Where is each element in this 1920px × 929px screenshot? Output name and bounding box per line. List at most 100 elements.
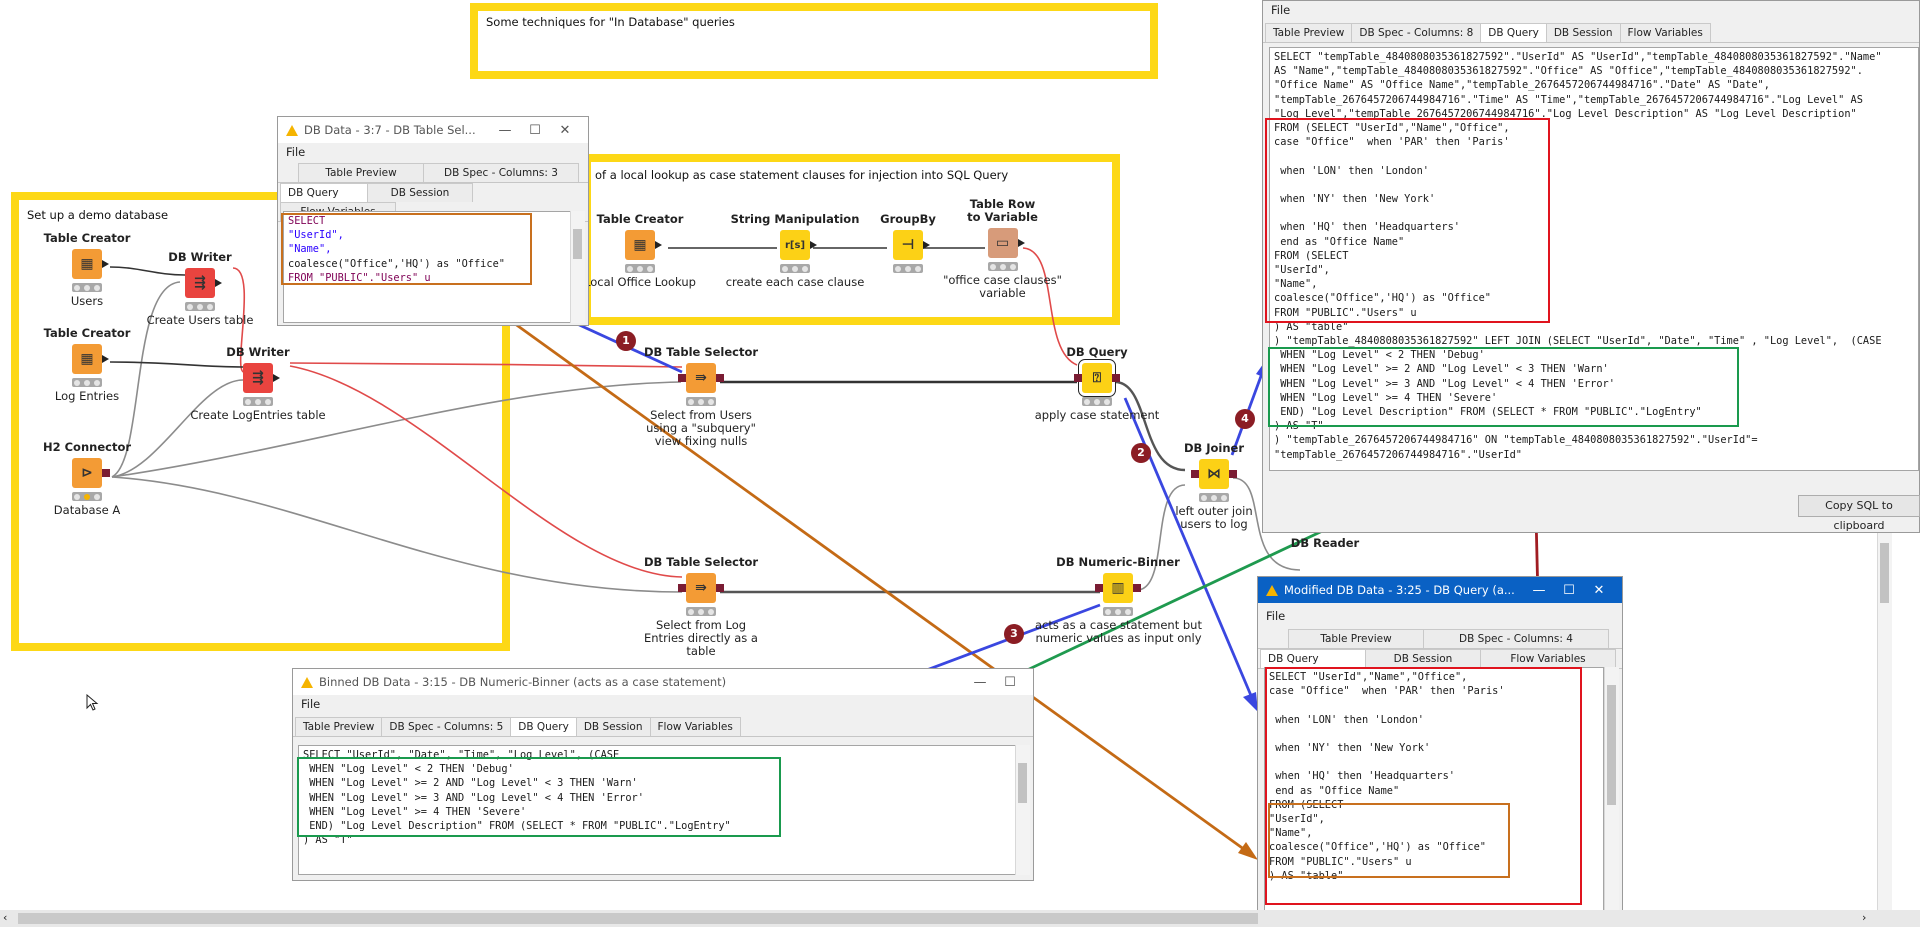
sql-line: END) "Log Level Description" FROM (SELEC… <box>303 820 731 833</box>
node-status <box>72 378 102 387</box>
window-titlebar[interactable]: Modified DB Data - 3:25 - DB Query (a...… <box>1258 577 1622 603</box>
window-modified-db-data[interactable]: Modified DB Data - 3:25 - DB Query (a...… <box>1257 576 1623 926</box>
sql-line: "Name", <box>1269 827 1313 840</box>
sql-line: case "Office" when 'PAR' then 'Paris' <box>1274 136 1510 149</box>
window-join-result[interactable]: File Table Preview DB Spec - Columns: 8 … <box>1262 0 1920 533</box>
node-status <box>686 397 716 406</box>
tab-db-session[interactable]: DB Session <box>1365 649 1481 668</box>
db-binner-icon: ▥ <box>1095 573 1141 603</box>
menu-file[interactable]: File <box>286 145 306 159</box>
tabs-row: Table Preview DB Spec - Columns: 8 DB Qu… <box>1263 23 1919 43</box>
highlight-green-binned <box>297 757 781 837</box>
sql-text[interactable]: SELECT "UserId", "Date", "Time", "Log Le… <box>298 745 1016 875</box>
maximize-icon[interactable]: ☐ <box>1004 674 1016 690</box>
canvas-vertical-scrollbar[interactable] <box>1877 533 1892 910</box>
sql-line: SELECT <box>288 215 326 227</box>
grid-icon: ▦ <box>72 249 109 279</box>
node-table-creator-lookup[interactable]: Table Creator ▦ Local Office Lookup <box>570 213 710 289</box>
node-string-manipulation[interactable]: String Manipulation r[s] create each cas… <box>725 213 865 289</box>
sql-line: coalesce("Office",'HQ') as "Office" <box>1274 292 1491 305</box>
node-status <box>780 264 810 273</box>
tab-table-preview[interactable]: Table Preview <box>1288 629 1424 648</box>
tab-flow-variables[interactable]: Flow Variables <box>1480 649 1616 668</box>
node-label: Create Users table <box>146 313 254 327</box>
tab-db-spec[interactable]: DB Spec - Columns: 8 <box>1351 23 1482 42</box>
node-db-table-selector-users[interactable]: DB Table Selector ⇛ Select from Users us… <box>631 346 771 448</box>
tab-db-query[interactable]: DB Query <box>280 183 368 202</box>
node-label: "office case clauses" variable <box>943 273 1062 300</box>
menu-file[interactable]: File <box>1266 609 1286 623</box>
step-badge-1: 1 <box>616 331 636 351</box>
db-select-icon: ⇛ <box>678 573 724 603</box>
conn-writer-users-to-writer-log <box>232 267 246 373</box>
vertical-scrollbar[interactable] <box>1604 667 1619 921</box>
window-titlebar[interactable]: Binned DB Data - 3:15 - DB Numeric-Binne… <box>293 669 1033 695</box>
window-binned-db-data[interactable]: Binned DB Data - 3:15 - DB Numeric-Binne… <box>292 668 1034 881</box>
tab-db-spec[interactable]: DB Spec - Columns: 3 <box>423 163 579 182</box>
highlight-red-join <box>1265 118 1550 323</box>
minimize-icon[interactable]: — <box>973 674 987 690</box>
sql-line: SELECT "UserId","Name","Office", <box>1269 671 1468 683</box>
node-groupby[interactable]: GroupBy ⊣ <box>838 213 978 273</box>
vertical-scrollbar[interactable] <box>570 211 585 323</box>
tab-db-spec[interactable]: DB Spec - Columns: 4 <box>1423 629 1609 648</box>
tab-db-query[interactable]: DB Query <box>510 717 577 736</box>
tab-db-spec[interactable]: DB Spec - Columns: 5 <box>381 717 512 736</box>
sql-line: FROM "PUBLIC"."Users" u <box>1269 855 1412 868</box>
tab-db-session[interactable]: DB Session <box>367 183 473 202</box>
scroll-left-icon[interactable]: ‹ <box>3 911 8 924</box>
scroll-right-icon[interactable]: › <box>1862 911 1867 924</box>
node-db-table-selector-log[interactable]: DB Table Selector ⇛ Select from Log Entr… <box>631 556 771 658</box>
menu-file[interactable]: File <box>1271 3 1291 17</box>
sql-line: WHEN "Log Level" >= 4 THEN 'Severe' <box>1274 391 1498 404</box>
conn-joiner-to-reader <box>1232 477 1301 571</box>
highlight-orange-users <box>281 213 532 285</box>
scrollbar-thumb[interactable] <box>18 913 1258 924</box>
tab-flow-variables[interactable]: Flow Variables <box>649 717 741 736</box>
sql-text[interactable]: SELECT "tempTable_4840808035361827592"."… <box>1269 47 1919 471</box>
node-label: Local Office Lookup <box>584 275 696 289</box>
annotation-left[interactable]: Set up a demo database <box>11 192 510 651</box>
tab-db-session[interactable]: DB Session <box>575 717 651 736</box>
tab-table-preview[interactable]: Table Preview <box>1265 23 1353 42</box>
tab-db-session[interactable]: DB Session <box>1545 23 1621 42</box>
node-label: left outer join users to log <box>1175 504 1253 531</box>
tab-db-query[interactable]: DB Query <box>1480 23 1547 42</box>
tab-table-preview[interactable]: Table Preview <box>295 717 383 736</box>
sql-line: WHEN "Log Level" >= 4 THEN 'Severe' <box>303 805 527 818</box>
vertical-scrollbar[interactable] <box>1015 745 1030 875</box>
close-icon[interactable]: ✕ <box>559 122 571 138</box>
sql-line: when 'HQ' then 'Headquarters' <box>1269 770 1455 783</box>
node-db-writer-users[interactable]: DB Writer ⇶ Create Users table <box>130 251 270 327</box>
node-db-writer-log[interactable]: DB Writer ⇶ Create LogEntries table <box>188 346 328 422</box>
node-db-numeric-binner[interactable]: DB Numeric-Binner ▥ acts as a case state… <box>1035 555 1202 645</box>
minimize-icon[interactable]: — <box>1532 582 1546 598</box>
minimize-icon[interactable]: — <box>498 122 512 138</box>
node-title: DB Numeric-Binner <box>1056 555 1180 569</box>
node-label: Create LogEntries table <box>190 408 326 422</box>
tab-table-preview[interactable]: Table Preview <box>298 163 424 182</box>
sql-text[interactable]: SELECT "UserId","Name","Office", case "O… <box>1264 667 1604 921</box>
node-status <box>72 492 102 501</box>
node-db-query[interactable]: DB Query ⍰ apply case statement <box>1027 346 1167 422</box>
maximize-icon[interactable]: ☐ <box>1563 582 1575 598</box>
node-h2-connector[interactable]: H2 Connector ⊳ Database A <box>17 441 157 517</box>
node-title: Table Creator <box>43 231 131 245</box>
node-db-joiner[interactable]: DB Joiner ⋈ left outer join users to log <box>1144 442 1284 531</box>
node-table-creator-users[interactable]: Table Creator ▦ Users <box>17 232 157 308</box>
node-table-creator-log[interactable]: Table Creator ▦ Log Entries <box>17 327 157 403</box>
window-titlebar[interactable]: DB Data - 3:7 - DB Table Sel... — ☐ ✕ <box>278 117 588 143</box>
node-table-row-to-variable[interactable]: Table Row to Variable ▭ "office case cla… <box>935 198 1070 300</box>
mouse-cursor-icon <box>86 694 99 711</box>
copy-sql-button[interactable]: Copy SQL to clipboard <box>1798 495 1920 532</box>
maximize-icon[interactable]: ☐ <box>529 122 541 138</box>
tab-db-query[interactable]: DB Query <box>1260 649 1366 668</box>
tab-flow-variables[interactable]: Flow Variables <box>1619 23 1711 42</box>
close-icon[interactable]: ✕ <box>1593 582 1605 598</box>
node-db-reader[interactable]: DB Reader <box>1255 537 1395 550</box>
menu-file[interactable]: File <box>301 697 321 711</box>
annotation-middle-text: of a local lookup as case statement clau… <box>595 168 1009 182</box>
window-db-data-users[interactable]: DB Data - 3:7 - DB Table Sel... — ☐ ✕ Fi… <box>277 116 589 326</box>
horizontal-scrollbar[interactable]: ‹ › <box>0 910 1920 927</box>
annotation-top[interactable]: Some techniques for "In Database" querie… <box>470 3 1158 79</box>
